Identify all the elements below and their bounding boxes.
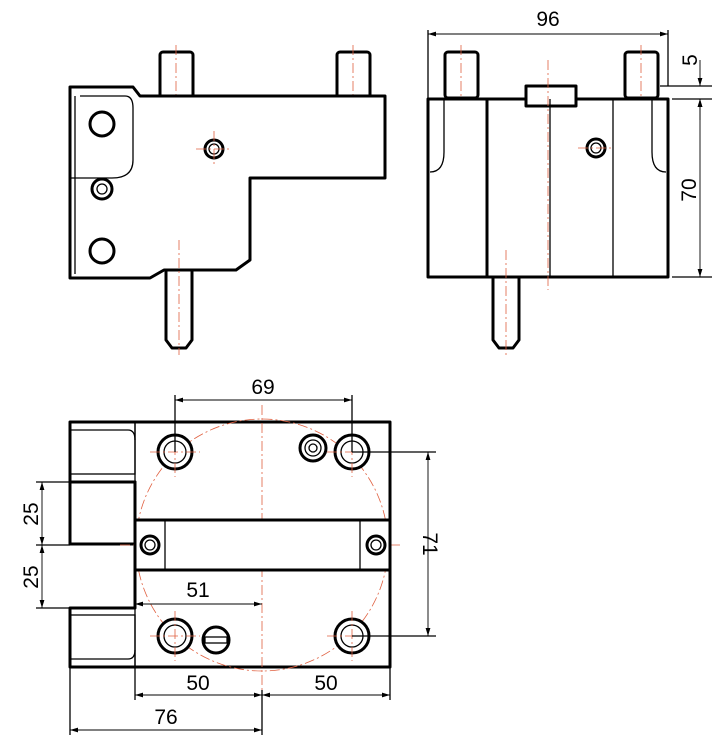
dim-half-width-left: 50 [186,672,209,695]
dim-overall-depth: 76 [154,706,177,729]
side-view: 96 5 70 [426,8,712,355]
dim-half-width-right: 50 [314,672,337,695]
dim-slot-offset-lower: 25 [20,565,43,588]
dim-body-height: 70 [678,178,701,201]
front-view [68,45,387,355]
dim-hole-spacing: 69 [251,376,274,399]
dim-vertical-hole-spacing: 71 [418,532,441,555]
dim-pin-height: 5 [679,54,702,66]
top-view: 69 25 25 51 71 50 50 76 [20,376,441,735]
dim-overall-width: 96 [536,8,559,31]
dim-slot-offset-upper: 25 [20,502,43,525]
dim-bore-offset: 51 [186,579,209,602]
